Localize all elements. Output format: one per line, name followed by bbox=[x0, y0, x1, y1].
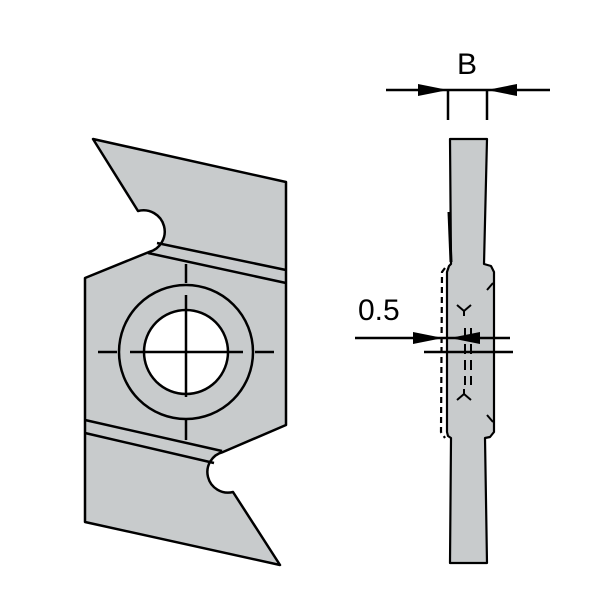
dimension-offset-label: 0.5 bbox=[358, 294, 400, 327]
front-view bbox=[83, 137, 288, 567]
upper-band-line bbox=[147, 251, 287, 285]
lower-band-line bbox=[84, 431, 215, 465]
centerline bbox=[98, 264, 274, 440]
dimension-b bbox=[386, 84, 550, 120]
arrow-right-icon bbox=[413, 332, 443, 344]
dimension-offset bbox=[355, 332, 513, 354]
arrow-right-icon bbox=[418, 84, 448, 96]
arrow-left-icon bbox=[450, 332, 480, 344]
lower-band-line bbox=[84, 418, 223, 453]
arrow-left-icon bbox=[487, 84, 517, 96]
dimension-b-label: B bbox=[457, 48, 478, 81]
upper-band-line bbox=[156, 241, 287, 272]
